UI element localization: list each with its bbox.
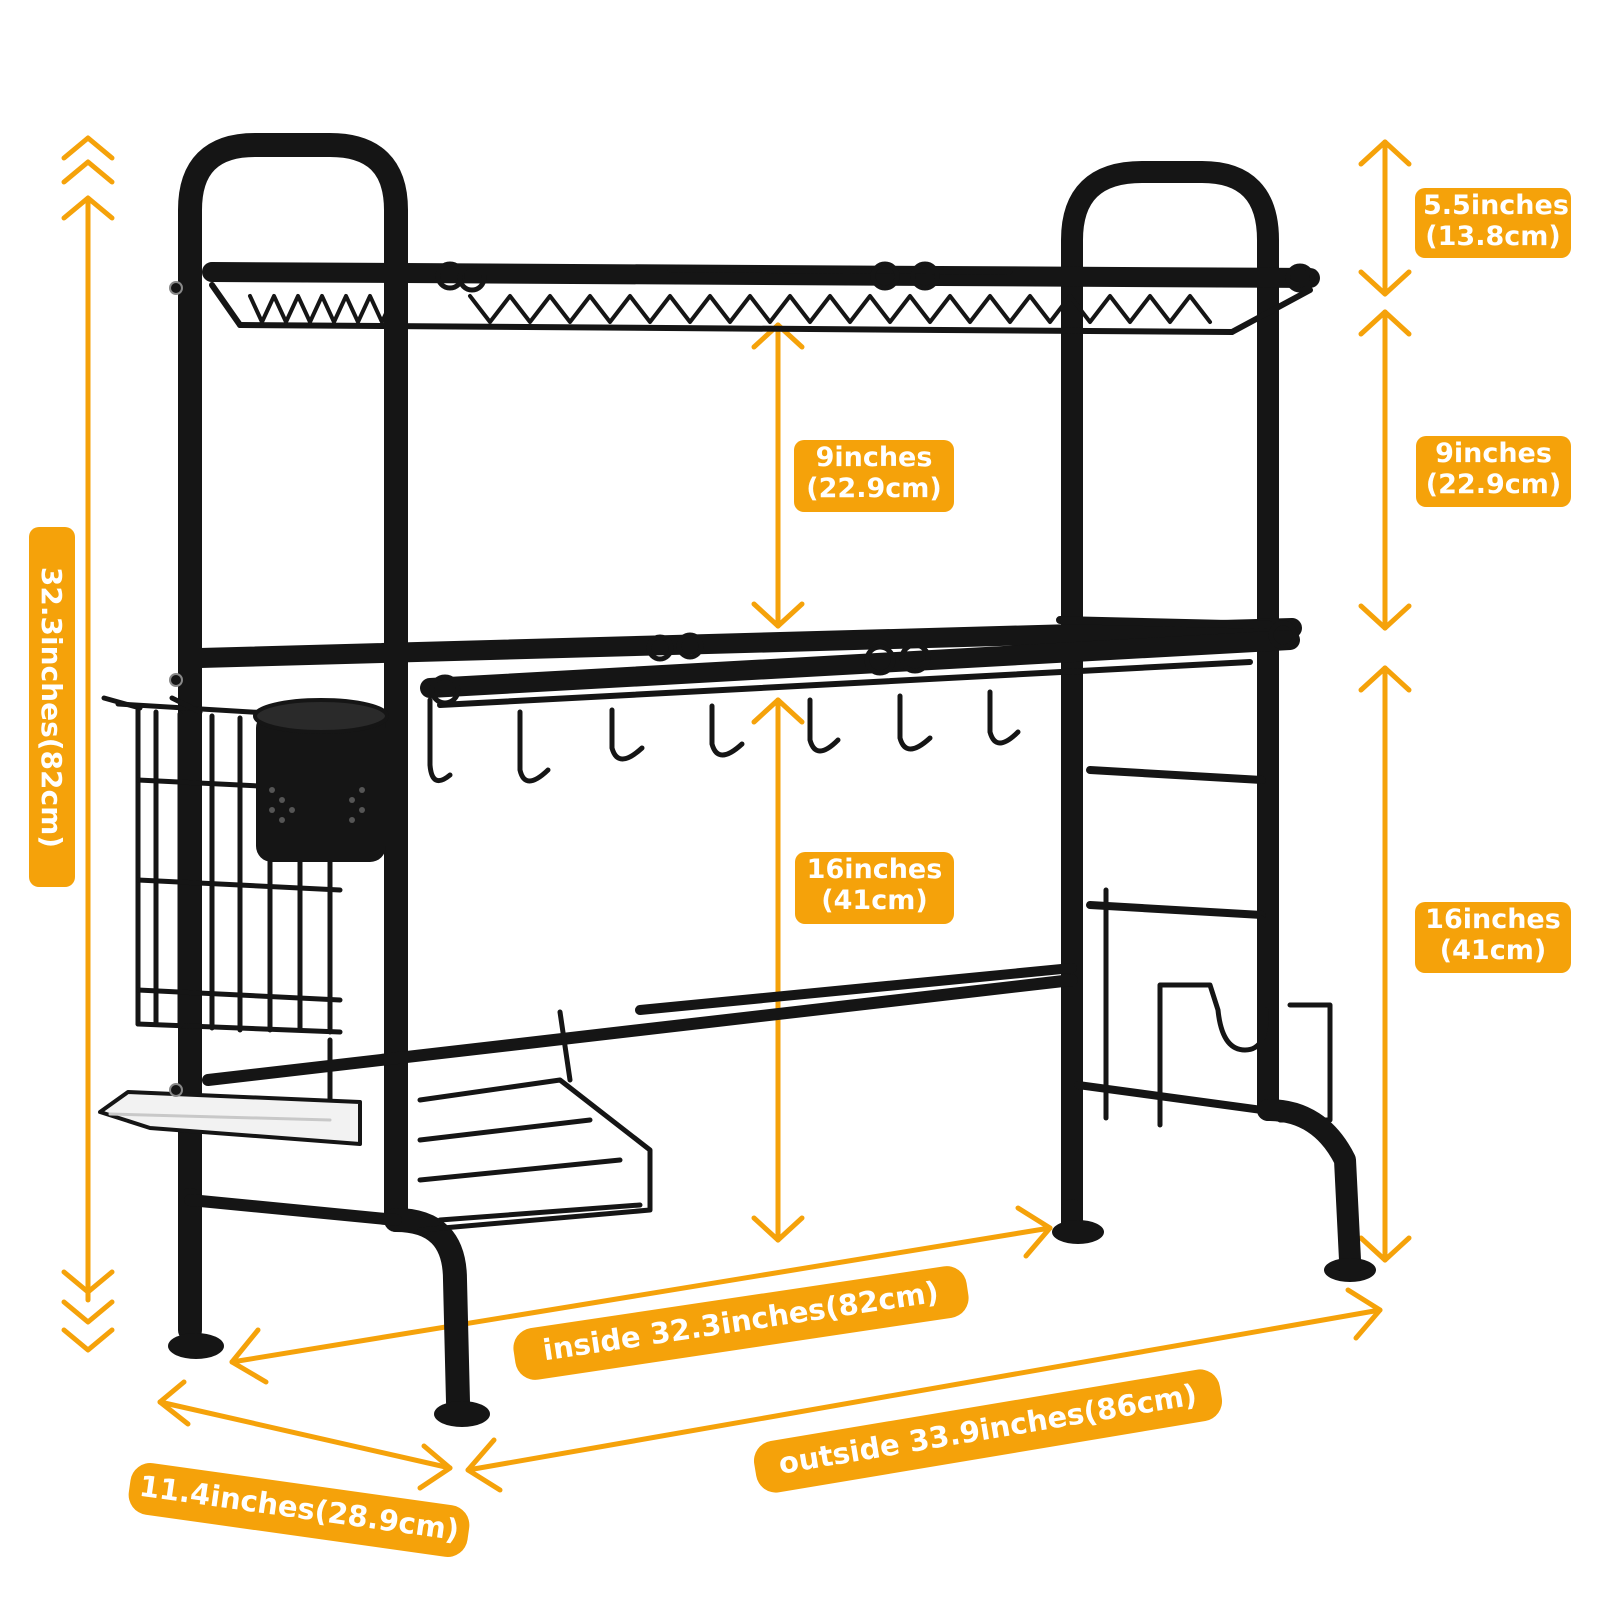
lower-gap-side-inches: 16inches bbox=[1425, 904, 1561, 935]
top-shelf-basket bbox=[202, 261, 1320, 335]
upper-gap-side-label: 9inches (22.9cm) bbox=[1416, 436, 1571, 507]
top-clearance-dimension-line bbox=[1358, 139, 1412, 297]
top-clearance-label: 5.5inches (13.8cm) bbox=[1415, 188, 1571, 258]
lower-gap-side-dimension-line bbox=[1358, 665, 1412, 1263]
lower-gap-side-label: 16inches (41cm) bbox=[1415, 902, 1571, 973]
lower-gap-side-cm: (41cm) bbox=[1439, 935, 1547, 966]
cutting-board-holder bbox=[1103, 887, 1333, 1128]
dish-rack bbox=[98, 133, 1376, 1427]
top-clearance-cm: (13.8cm) bbox=[1425, 221, 1561, 252]
middle-shelf bbox=[190, 616, 1302, 708]
lower-gap-center-cm: (41cm) bbox=[821, 885, 928, 916]
outside-width-dimension-line bbox=[465, 1287, 1383, 1493]
utensil-cup bbox=[253, 698, 389, 862]
lower-gap-center-dimension-line bbox=[751, 697, 805, 1243]
height-dimension-line bbox=[61, 135, 115, 1353]
top-clearance-inches: 5.5inches bbox=[1423, 190, 1569, 221]
lower-crossbars bbox=[184, 974, 1078, 1226]
upper-gap-side-inches: 9inches bbox=[1435, 438, 1552, 469]
depth-dimension-line bbox=[157, 1379, 453, 1491]
upper-gap-center-inches: 9inches bbox=[815, 442, 933, 473]
upper-gap-center-dimension-line bbox=[751, 322, 805, 629]
upper-gap-center-label: 9inches (22.9cm) bbox=[794, 440, 954, 512]
drip-tray bbox=[98, 1090, 362, 1146]
upper-gap-side-cm: (22.9cm) bbox=[1425, 469, 1562, 500]
inside-width-dimension-line bbox=[229, 1205, 1053, 1385]
upper-gap-center-cm: (22.9cm) bbox=[806, 473, 942, 504]
utensil-hooks bbox=[427, 689, 1021, 784]
lower-gap-center-label: 16inches (41cm) bbox=[795, 852, 954, 924]
front-left-frame bbox=[178, 133, 408, 1232]
back-right-frame bbox=[1061, 161, 1279, 1221]
sponge-basket bbox=[327, 1009, 653, 1233]
lower-gap-center-inches: 16inches bbox=[806, 854, 943, 885]
upper-gap-side-dimension-line bbox=[1358, 309, 1412, 631]
overall-height-text: 32.3inches(82cm) bbox=[35, 566, 69, 848]
overall-height-label: 32.3inches(82cm) bbox=[29, 527, 75, 887]
dimension-lines bbox=[61, 135, 1412, 1493]
